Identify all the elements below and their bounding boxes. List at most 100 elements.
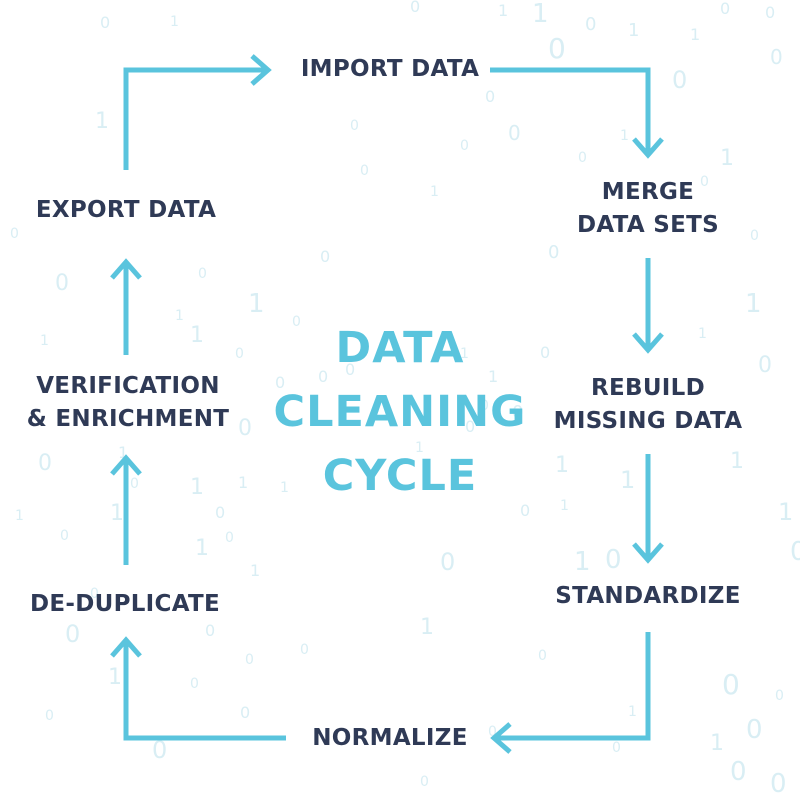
svg-text:0: 0 <box>775 688 784 704</box>
arrow-deduplicate-to-verification <box>110 454 142 565</box>
arrow-normalize-to-deduplicate <box>110 636 286 741</box>
svg-text:0: 0 <box>538 648 547 664</box>
svg-text:0: 0 <box>730 757 747 787</box>
svg-text:1: 1 <box>730 449 744 474</box>
svg-text:0: 0 <box>420 774 429 790</box>
svg-text:0: 0 <box>45 708 54 724</box>
svg-text:0: 0 <box>240 703 250 722</box>
svg-text:0: 0 <box>238 416 252 441</box>
svg-text:0: 0 <box>612 740 621 756</box>
svg-text:0: 0 <box>360 163 369 179</box>
svg-text:1: 1 <box>560 498 569 514</box>
svg-text:0: 0 <box>245 652 254 668</box>
svg-text:0: 0 <box>465 417 475 436</box>
svg-text:1: 1 <box>420 615 434 640</box>
svg-text:0: 0 <box>720 0 730 18</box>
svg-text:0: 0 <box>508 121 521 145</box>
svg-text:0: 0 <box>345 360 355 379</box>
svg-text:1: 1 <box>170 14 179 30</box>
svg-text:1: 1 <box>532 0 549 29</box>
step-rebuild-missing-data: REBUILD MISSING DATA <box>553 375 743 434</box>
svg-text:1: 1 <box>620 466 635 494</box>
svg-text:0: 0 <box>746 715 763 745</box>
svg-text:0: 0 <box>300 642 309 658</box>
svg-text:0: 0 <box>480 398 489 414</box>
svg-text:0: 0 <box>485 87 495 106</box>
svg-text:0: 0 <box>488 724 497 740</box>
svg-text:1: 1 <box>110 501 124 526</box>
svg-text:1: 1 <box>620 128 629 144</box>
svg-text:1: 1 <box>250 561 260 580</box>
svg-text:0: 0 <box>198 266 207 282</box>
arrow-merge-to-rebuild <box>632 258 664 354</box>
svg-text:1: 1 <box>108 665 122 690</box>
svg-text:1: 1 <box>195 536 209 561</box>
svg-text:1: 1 <box>628 20 639 41</box>
svg-text:1: 1 <box>628 704 637 720</box>
svg-text:1: 1 <box>680 588 689 604</box>
svg-text:0: 0 <box>152 736 167 764</box>
step-standardize: STANDARDIZE <box>555 583 741 609</box>
svg-text:1: 1 <box>190 475 204 500</box>
svg-text:0: 0 <box>520 501 530 520</box>
svg-text:0: 0 <box>225 530 234 546</box>
svg-text:0: 0 <box>275 373 285 392</box>
svg-text:0: 0 <box>578 150 587 166</box>
svg-text:1: 1 <box>690 25 700 44</box>
svg-text:0: 0 <box>460 138 469 154</box>
svg-text:0: 0 <box>765 3 775 22</box>
svg-text:0: 0 <box>770 769 787 799</box>
svg-text:0: 0 <box>750 228 759 244</box>
svg-text:0: 0 <box>100 13 110 32</box>
svg-text:1: 1 <box>238 473 248 492</box>
svg-text:1: 1 <box>248 289 265 319</box>
svg-text:1: 1 <box>118 443 128 462</box>
diagram-title: DATA CLEANING CYCLE <box>273 323 527 501</box>
svg-text:1: 1 <box>280 480 289 496</box>
step-import-data: IMPORT DATA <box>300 56 480 82</box>
svg-text:0: 0 <box>55 271 69 296</box>
arrow-export-to-import <box>123 54 272 170</box>
arrow-import-to-merge <box>490 67 664 159</box>
step-merge-data-sets: MERGE DATA SETS <box>576 179 720 238</box>
arrow-rebuild-to-standardize <box>632 454 664 564</box>
svg-text:0: 0 <box>90 586 99 602</box>
svg-text:0: 0 <box>235 346 244 362</box>
svg-text:1: 1 <box>710 731 724 756</box>
svg-text:1: 1 <box>430 184 439 200</box>
svg-text:1: 1 <box>460 346 469 362</box>
svg-text:0: 0 <box>758 353 772 378</box>
step-verification-enrichment: VERIFICATION & ENRICHMENT <box>26 373 230 432</box>
svg-text:0: 0 <box>548 242 559 263</box>
svg-text:0: 0 <box>700 174 709 190</box>
svg-text:0: 0 <box>60 528 69 544</box>
arrow-verification-to-export <box>110 258 142 355</box>
svg-text:1: 1 <box>555 453 569 478</box>
svg-text:1: 1 <box>40 333 49 349</box>
svg-text:0: 0 <box>540 343 550 362</box>
svg-text:1: 1 <box>415 440 424 456</box>
svg-text:0: 0 <box>38 451 52 476</box>
svg-text:0: 0 <box>440 548 455 576</box>
svg-text:1: 1 <box>778 498 793 526</box>
svg-text:1: 1 <box>698 326 707 342</box>
svg-text:0: 0 <box>190 676 199 692</box>
svg-text:1: 1 <box>175 308 184 324</box>
svg-text:1: 1 <box>15 508 24 524</box>
svg-text:0: 0 <box>512 402 523 423</box>
svg-text:1: 1 <box>95 109 109 134</box>
step-de-duplicate: DE-DUPLICATE <box>29 591 221 617</box>
svg-text:0: 0 <box>548 32 566 65</box>
svg-text:1: 1 <box>745 289 762 319</box>
binary-digits: 0 1 1 0 0 0 1 1 0 0 1 0 0 0 0 1 0 0 1 0 … <box>10 0 800 799</box>
svg-text:0: 0 <box>770 45 783 69</box>
svg-text:0: 0 <box>585 14 596 35</box>
svg-text:0: 0 <box>790 537 800 567</box>
svg-text:0: 0 <box>722 668 740 701</box>
svg-text:0: 0 <box>10 226 19 242</box>
svg-text:0: 0 <box>320 247 330 266</box>
svg-text:0: 0 <box>672 66 687 94</box>
svg-text:0: 0 <box>318 367 328 386</box>
